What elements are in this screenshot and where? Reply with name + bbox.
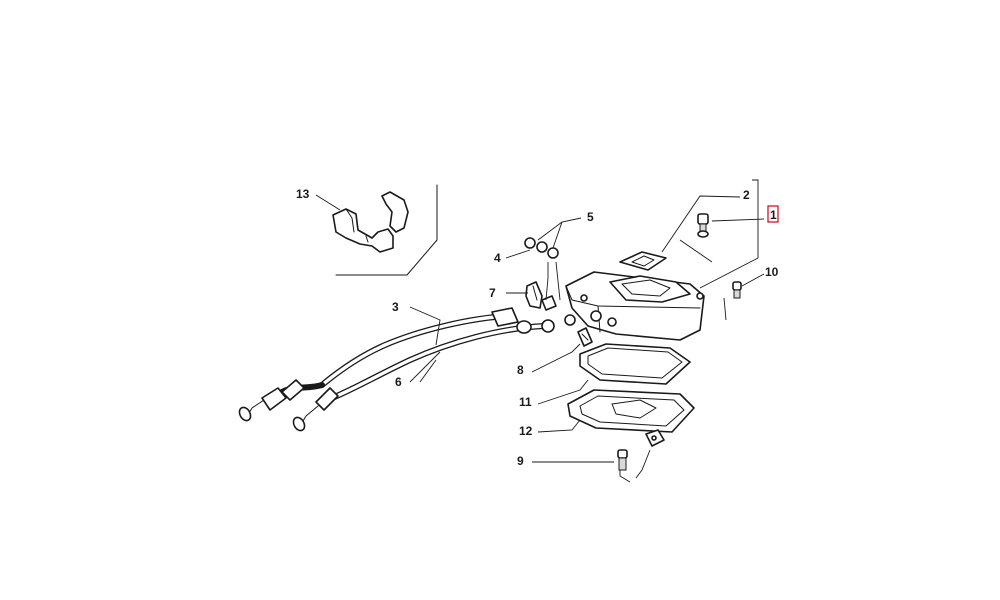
part-13-clip[interactable] xyxy=(332,191,409,253)
part-2-plate[interactable] xyxy=(619,251,667,271)
part-9-screw[interactable] xyxy=(617,449,628,471)
callout-11[interactable]: 11 xyxy=(519,395,532,409)
selection-highlight-box xyxy=(767,205,779,223)
part-10-screw[interactable] xyxy=(732,281,742,299)
callout-3[interactable]: 3 xyxy=(392,300,399,314)
part-1-shift-housing[interactable] xyxy=(565,271,705,341)
part-1-screw[interactable] xyxy=(697,213,709,238)
part-5-washers[interactable] xyxy=(536,241,559,259)
part-7-bracket[interactable] xyxy=(525,281,557,311)
callout-8[interactable]: 8 xyxy=(517,363,524,377)
part-8-clip[interactable] xyxy=(577,327,593,347)
leader-lines xyxy=(315,179,765,483)
callout-2[interactable]: 2 xyxy=(743,188,750,202)
part-12-base-cover[interactable] xyxy=(567,389,695,447)
part-4-washer[interactable] xyxy=(524,237,536,249)
callout-12[interactable]: 12 xyxy=(519,424,533,438)
callout-4[interactable]: 4 xyxy=(494,251,501,265)
callout-10[interactable]: 10 xyxy=(765,265,779,279)
cable-end-fittings xyxy=(491,307,576,334)
part-6-cable[interactable] xyxy=(291,323,548,433)
callout-13[interactable]: 13 xyxy=(296,187,310,201)
callout-6[interactable]: 6 xyxy=(395,375,402,389)
part-3-cable[interactable] xyxy=(237,313,511,423)
callout-7[interactable]: 7 xyxy=(489,286,496,300)
inset-frame xyxy=(335,184,438,276)
callout-5[interactable]: 5 xyxy=(587,210,594,224)
callout-1[interactable]: 1 xyxy=(770,208,777,222)
callout-9[interactable]: 9 xyxy=(517,454,524,468)
part-11-gasket[interactable] xyxy=(579,343,691,385)
